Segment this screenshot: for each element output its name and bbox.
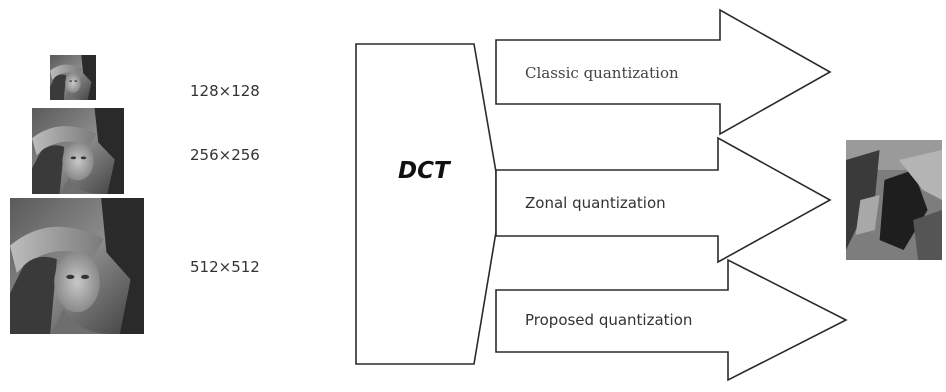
label-classic-quantization: Classic quantization bbox=[525, 64, 679, 82]
output-image bbox=[846, 140, 942, 260]
dct-block: DCT bbox=[355, 43, 497, 365]
dct-label: DCT bbox=[398, 158, 452, 184]
lena-image-128-icon bbox=[50, 55, 96, 100]
arrow-proposed-quantization: Proposed quantization bbox=[495, 258, 848, 382]
lena-output-zoomed-icon bbox=[846, 140, 942, 260]
arrow-zonal-quantization: Zonal quantization bbox=[495, 136, 832, 264]
input-images bbox=[10, 55, 144, 334]
size-label-512: 512×512 bbox=[190, 258, 260, 276]
lena-image-512-icon bbox=[10, 198, 144, 334]
size-labels: 128×128 256×256 512×512 bbox=[190, 82, 260, 276]
arrow-classic-quantization: Classic quantization bbox=[495, 8, 832, 136]
lena-image-256-icon bbox=[32, 108, 124, 194]
label-zonal-quantization: Zonal quantization bbox=[525, 194, 666, 212]
size-label-256: 256×256 bbox=[190, 146, 260, 164]
size-label-128: 128×128 bbox=[190, 82, 260, 100]
label-proposed-quantization: Proposed quantization bbox=[525, 311, 692, 329]
